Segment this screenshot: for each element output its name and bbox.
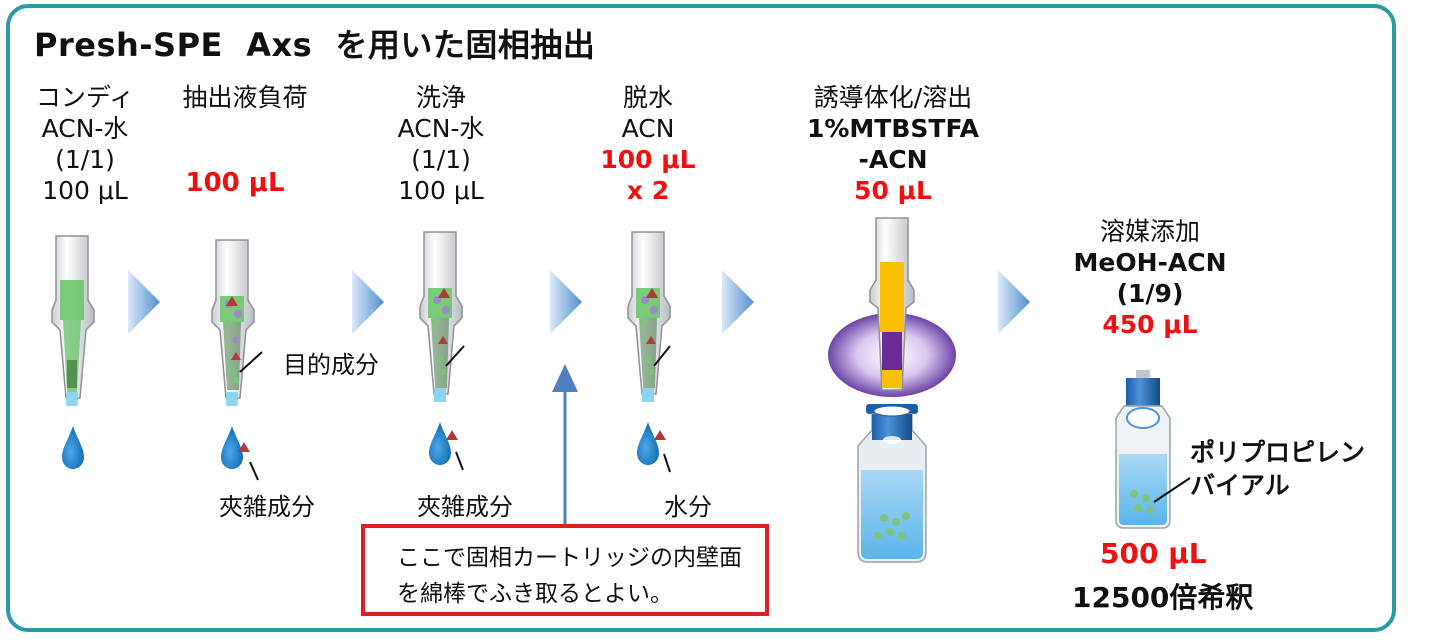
step-arrow-5-icon: [998, 270, 1030, 334]
vial-type-label-1: ポリプロピレン: [1190, 438, 1366, 467]
step-dehydration-volume: 100 μL: [600, 145, 696, 174]
cartridge-load-icon: [211, 239, 263, 481]
step-dehydration-repeat: x 2: [626, 176, 670, 205]
step-solvent-addition-volume: 450 μL: [1102, 310, 1198, 339]
final-volume-label: 500 μL: [1100, 537, 1207, 570]
step-wash-volume: 100 μL: [398, 176, 484, 205]
step-conditioning-label: コンディ ACN-水 (1/1) 100 μL: [30, 82, 140, 206]
impurity-label-load: 夾雑成分: [219, 493, 315, 521]
step-wash-name: 洗浄: [415, 83, 466, 112]
step-arrow-1-icon: [128, 270, 160, 334]
step-solvent-addition-ratio: (1/9): [1116, 279, 1184, 308]
step-elution-volume: 50 μL: [854, 176, 932, 205]
callout-line-2: を綿棒でふき取るとよい。: [397, 581, 673, 607]
dilution-label: 12500倍希釈: [1072, 581, 1254, 614]
step-elution-reagent: 1%MTBSTFA: [806, 114, 980, 143]
step-conditioning-solvent: ACN-水: [41, 114, 129, 143]
step-arrow-3-icon: [550, 270, 582, 334]
vial-type-label-2: バイアル: [1190, 471, 1290, 500]
step-wash-solvent: ACN-水: [397, 114, 485, 143]
step-elution-reagent-suffix: -ACN: [858, 145, 928, 174]
step-dehydration-solvent: ACN: [621, 114, 675, 143]
step-arrow-2-icon: [352, 270, 384, 334]
step-dehydration-name: 脱水: [622, 83, 673, 112]
water-label: 水分: [664, 493, 712, 521]
step-solvent-addition-name: 溶媒添加: [1099, 217, 1200, 246]
step-conditioning-volume: 100 μL: [42, 176, 128, 205]
wipe-tip-callout: ここで固相カートリッジの内壁面 を綿棒でふき取るとよい。: [361, 524, 769, 616]
step-conditioning-ratio: (1/1): [55, 145, 115, 174]
step-dehydration-label: 脱水 ACN 100 μL x 2: [588, 82, 708, 206]
step-elution-label: 誘導体化/溶出 1%MTBSTFA -ACN 50 μL: [788, 82, 998, 206]
target-component-label: 目的成分: [283, 351, 379, 379]
page-title: Presh-SPE Axs を用いた固相抽出: [34, 26, 596, 64]
elution-cartridge-and-vial-icon: [828, 217, 956, 563]
step-load-volume: 100 μL: [185, 168, 285, 198]
cartridge-dehydration-icon: [627, 231, 671, 473]
step-conditioning-name: コンディ: [35, 83, 135, 112]
cartridge-conditioning-icon: [51, 235, 95, 469]
polypropylene-vial-icon: [1115, 370, 1191, 529]
step-arrow-4-icon: [722, 270, 754, 334]
step-wash-label: 洗浄 ACN-水 (1/1) 100 μL: [386, 82, 496, 206]
cartridge-wash-icon: [419, 231, 465, 471]
step-load-name: 抽出液負荷: [182, 83, 308, 112]
callout-line-1: ここで固相カートリッジの内壁面: [397, 545, 742, 571]
step-solvent-addition-label: 溶媒添加 MeOH-ACN (1/9) 450 μL: [1055, 216, 1245, 340]
step-load-label: 抽出液負荷: [160, 82, 330, 113]
impurity-label-wash: 夾雑成分: [417, 493, 513, 521]
step-elution-name: 誘導体化/溶出: [813, 83, 973, 112]
diagram-frame: [6, 4, 1396, 632]
step-solvent-addition-solvent: MeOH-ACN: [1073, 248, 1227, 277]
callout-up-arrow-icon: [552, 364, 578, 392]
step-wash-ratio: (1/1): [411, 145, 471, 174]
